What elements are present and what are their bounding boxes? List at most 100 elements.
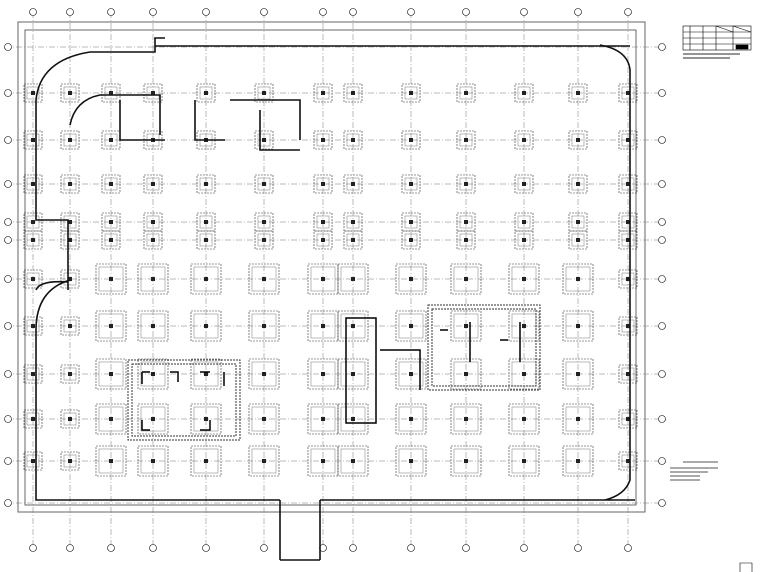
pile-cap — [60, 269, 80, 289]
pile-cap — [23, 269, 43, 289]
pile-cap — [508, 403, 540, 435]
pile-cap-inner — [310, 361, 336, 387]
pile-cap-inner — [565, 406, 591, 432]
column — [31, 138, 35, 142]
pile-cap-inner — [621, 272, 635, 286]
pile-cap — [23, 230, 43, 250]
core-wall-right — [440, 322, 521, 362]
pile-cap — [137, 445, 169, 477]
column — [321, 91, 325, 95]
pile-cap — [337, 403, 369, 435]
axis-bubble-top — [520, 8, 528, 16]
pile-cap-inner — [146, 86, 160, 100]
column — [626, 238, 630, 242]
pile-cap-inner — [251, 361, 277, 387]
pile-cap-inner — [98, 406, 124, 432]
column — [151, 91, 155, 95]
column — [522, 372, 526, 376]
axis-bubble-right — [658, 457, 666, 465]
pile-cap — [137, 358, 169, 390]
axis-bubble-left — [4, 457, 12, 465]
column — [321, 220, 325, 224]
pile-cap — [618, 230, 638, 250]
pile-cap — [313, 130, 333, 150]
column — [68, 417, 72, 421]
pile-cap — [60, 130, 80, 150]
axis-bubble-bottom — [407, 544, 415, 552]
pile-cap-inner — [98, 266, 124, 292]
pile-cap-inner — [511, 266, 537, 292]
column — [576, 277, 580, 281]
column — [626, 277, 630, 281]
pile-cap — [508, 358, 540, 390]
pile-cap — [450, 445, 482, 477]
axis-bubble-right — [658, 275, 666, 283]
core-wall-left — [141, 371, 225, 431]
outer-frame — [17, 21, 646, 513]
column — [262, 138, 266, 142]
pile-cap-inner — [404, 177, 418, 191]
column — [409, 91, 413, 95]
pile-cap — [60, 409, 80, 429]
pile-cap — [313, 230, 333, 250]
column — [351, 277, 355, 281]
column — [576, 91, 580, 95]
pile-cap — [562, 263, 594, 295]
axis-bubble-left — [4, 370, 12, 378]
pile-cap-inner — [98, 313, 124, 339]
pile-cap-inner — [26, 215, 40, 229]
pile-cap-inner — [621, 367, 635, 381]
pile-cap-inner — [140, 313, 166, 339]
pile-cap — [137, 403, 169, 435]
column — [522, 220, 526, 224]
pile-cap — [190, 310, 222, 342]
axis-bubble-left — [4, 275, 12, 283]
pile-cap — [101, 230, 121, 250]
stair-wall — [345, 317, 421, 424]
pile-cap-inner — [26, 86, 40, 100]
pile-cap — [514, 230, 534, 250]
axis-bubble-top — [202, 8, 210, 16]
pile-cap-inner — [251, 266, 277, 292]
column — [409, 182, 413, 186]
pile-cap — [456, 83, 476, 103]
pile-cap-inner — [146, 215, 160, 229]
column — [31, 417, 35, 421]
column — [109, 238, 113, 242]
axis-bubble-top — [66, 8, 74, 16]
column — [522, 182, 526, 186]
wall-top — [35, 37, 630, 101]
pile-cap — [450, 263, 482, 295]
pile-cap — [254, 230, 274, 250]
column — [626, 138, 630, 142]
pile-cap-inner — [257, 177, 271, 191]
pile-cap-inner — [257, 86, 271, 100]
pile-caps-large — [127, 304, 541, 441]
pile-cap — [248, 263, 280, 295]
column — [522, 91, 526, 95]
pile-cap-inner — [565, 361, 591, 387]
legend-notes — [683, 53, 740, 59]
pile-cap — [401, 130, 421, 150]
axis-bubble-left — [4, 322, 12, 330]
pile-cap-inner — [404, 233, 418, 247]
pile-cap — [196, 174, 216, 194]
column — [68, 372, 72, 376]
pile-cap-inner — [63, 319, 77, 333]
pile-cap-inner — [565, 448, 591, 474]
pile-cap-inner — [257, 133, 271, 147]
pile-cap — [618, 130, 638, 150]
pile-cap — [401, 174, 421, 194]
pile-cap — [343, 230, 363, 250]
column — [626, 372, 630, 376]
pile-cap — [450, 358, 482, 390]
pile-cap-inner — [340, 361, 366, 387]
pile-cap-inner — [63, 412, 77, 426]
pile-cap-inner — [404, 86, 418, 100]
pile-cap-inner — [340, 266, 366, 292]
pile-cap-inner — [340, 448, 366, 474]
pile-cap-inner — [517, 86, 531, 100]
column — [409, 459, 413, 463]
pile-cap-inner — [26, 272, 40, 286]
